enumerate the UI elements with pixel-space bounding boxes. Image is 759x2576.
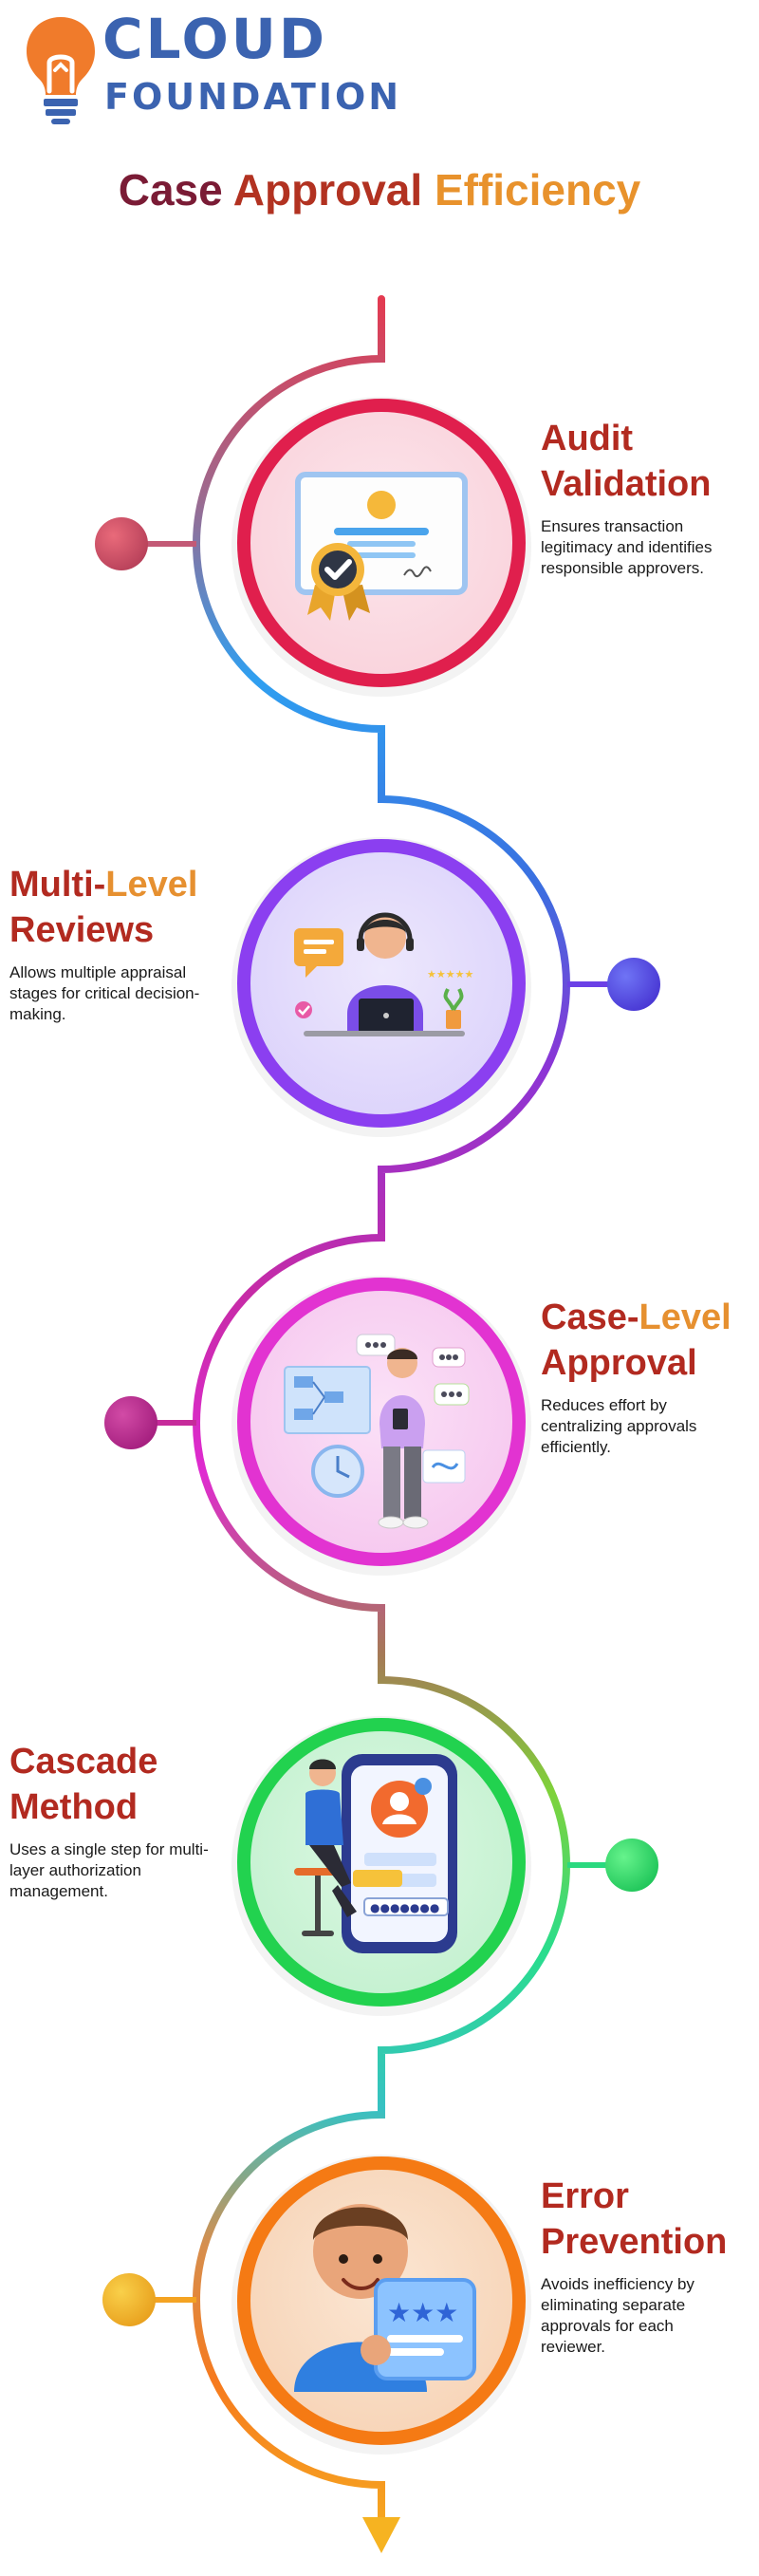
certificate-icon [295,472,468,621]
step-1-heading-line2: Validation [541,464,712,504]
title-word-1: Case [118,165,223,215]
step-2-heading-line2: Reviews [9,910,155,950]
step-4-dot [605,1839,658,1892]
brand-name: CLOUD [102,7,328,71]
title-word-2: Approval [232,165,423,215]
step-1-heading: Audit Validation [541,416,750,507]
step-1-dot [95,517,148,570]
step-3-description: Reduces effort by centralizing approvals… [541,1396,697,1456]
mobile-login-icon: ●●●●●●● [294,1754,457,1953]
support-agent-icon: ★★★★★ [294,912,473,1036]
svg-text:★★★★★: ★★★★★ [427,968,473,980]
step-4-heading: Cascade Method [9,1739,228,1830]
step-5-dot [102,2273,156,2326]
rating-card-icon: ★★★ [294,2204,476,2392]
step-2-heading: Multi-Level Reviews [9,862,228,953]
svg-text:★★★: ★★★ [387,2297,458,2328]
step-5-heading-line2: Prevention [541,2222,728,2262]
step-4-heading-line2: Method [9,1787,139,1827]
step-2-description: Allows multiple appraisal stages for cri… [9,963,200,1023]
step-1-description: Ensures transaction legitimacy and ident… [541,517,713,577]
svg-text:●●●●●●●: ●●●●●●● [370,1901,439,1914]
step-5-heading: Error Prevention [541,2174,754,2265]
step-2-dot [607,958,660,1011]
page-title: Case Approval Efficiency [0,163,759,216]
step-4-description: Uses a single step for multi-layer autho… [9,1840,209,1900]
step-5-description: Avoids inefficiency by eliminating separ… [541,2275,694,2356]
brand-subname: FOUNDATION [104,76,402,118]
workflow-person-icon [284,1334,470,1529]
title-word-3: Efficiency [434,165,641,215]
step-3-dot [104,1396,157,1449]
step-3-heading-line2: Approval [541,1343,697,1383]
step-3-heading: Case-Level Approval [541,1295,754,1386]
brand-logo-icon [27,17,95,124]
